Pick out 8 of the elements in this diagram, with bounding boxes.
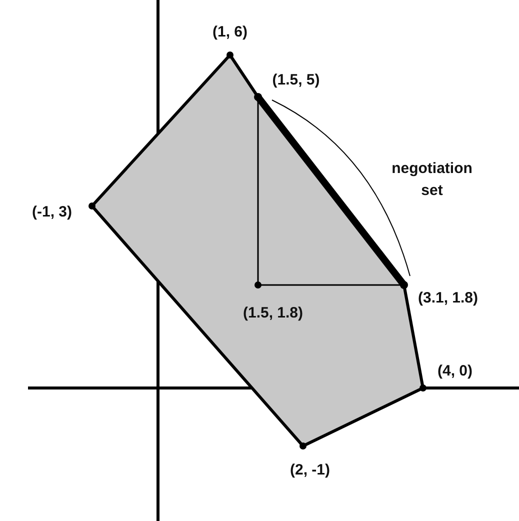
annotation-text: negotiation set (390, 159, 474, 201)
coordinate-label: (1.5, 5) (272, 72, 320, 88)
coordinate-label: (3.1, 1.8) (418, 290, 478, 306)
coordinate-label: (1, 6) (212, 24, 248, 40)
coordinate-label: (1.5, 1.8) (242, 304, 304, 322)
coordinate-label: (-1, 3) (32, 204, 72, 220)
coordinate-label: (4, 0) (438, 362, 472, 380)
coordinate-label: (2, -1) (290, 462, 330, 478)
